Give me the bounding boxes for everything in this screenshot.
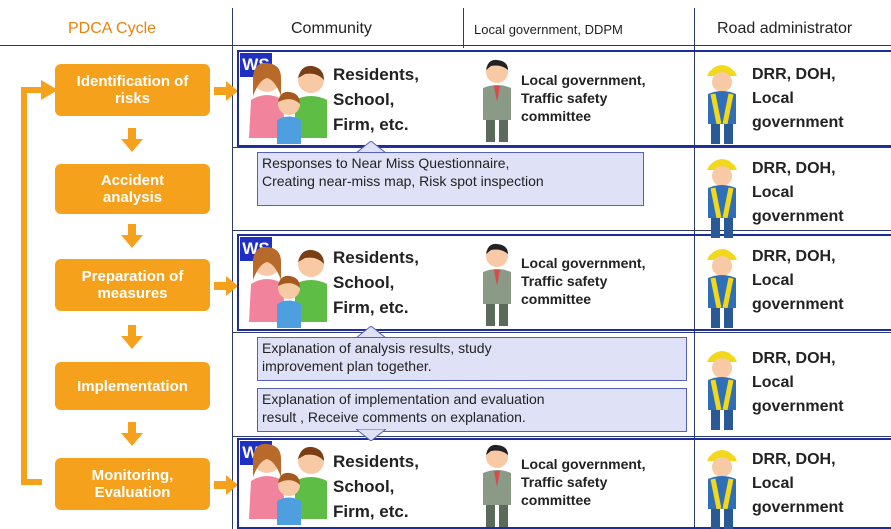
step-label: Monitoring, Evaluation — [91, 467, 174, 501]
step-label: Implementation — [77, 377, 188, 395]
callout-text: Explanation of implementation and evalua… — [262, 391, 545, 425]
right-arrow-icon — [214, 276, 238, 296]
community-header: Community — [291, 20, 372, 37]
column-divider-3 — [694, 8, 695, 529]
row-divider — [232, 147, 891, 148]
family-icon — [249, 443, 327, 525]
down-arrow-icon — [121, 422, 143, 446]
community-participants: Residents, School, Firm, etc. — [333, 248, 419, 317]
community-participants: Residents, School, Firm, etc. — [333, 452, 419, 521]
officer-icon — [483, 444, 511, 527]
road-admin-participants: DRR, DOH, Local government — [752, 248, 844, 313]
implementation-explanation-callout: Explanation of implementation and evalua… — [257, 388, 687, 432]
community-participants: Residents, School, Firm, etc. — [333, 65, 419, 134]
down-arrow-icon — [121, 325, 143, 349]
road-admin-participants: DRR, DOH, Local government — [752, 350, 844, 415]
callout-text: Responses to Near Miss Questionnaire, Cr… — [262, 155, 544, 189]
header-divider — [0, 45, 891, 46]
step-label: Preparation of measures — [81, 268, 184, 302]
step-monitoring-evaluation: Monitoring, Evaluation — [55, 458, 210, 510]
officer-icon — [483, 243, 511, 326]
construction-worker-icon — [704, 443, 740, 529]
analysis-explanation-callout: Explanation of analysis results, study i… — [257, 337, 687, 381]
right-arrow-icon — [214, 475, 238, 495]
step-accident-analysis: Accident analysis — [55, 164, 210, 214]
down-arrow-icon — [121, 128, 143, 152]
row-divider — [232, 230, 891, 231]
road-admin-participants: DRR, DOH, Local government — [752, 66, 844, 131]
family-icon — [249, 246, 327, 328]
construction-worker-icon — [704, 344, 740, 430]
column-divider-1 — [232, 8, 233, 529]
local-government-participants: Local government, Traffic safety committ… — [521, 456, 646, 508]
officer-icon — [483, 59, 511, 142]
right-arrow-icon — [214, 81, 238, 101]
pdca-cycle-header: PDCA Cycle — [68, 20, 157, 37]
workshop-row-1 — [237, 50, 891, 147]
near-miss-callout: Responses to Near Miss Questionnaire, Cr… — [257, 152, 644, 206]
road-admin-participants: DRR, DOH, Local government — [752, 160, 844, 225]
step-preparation-of-measures: Preparation of measures — [55, 259, 210, 311]
workshop-row-3 — [237, 438, 891, 529]
step-implementation: Implementation — [55, 362, 210, 410]
road-administrator-header: Road administrator — [717, 20, 853, 37]
step-identification-of-risks: Identification of risks — [55, 64, 210, 116]
column-divider-2 — [463, 8, 464, 48]
local-government-participants: Local government, Traffic safety committ… — [521, 72, 646, 124]
construction-worker-icon — [704, 58, 740, 144]
local-government-participants: Local government, Traffic safety committ… — [521, 255, 646, 307]
row-divider — [232, 436, 891, 437]
road-admin-participants: DRR, DOH, Local government — [752, 451, 844, 516]
family-icon — [249, 62, 327, 144]
construction-worker-icon — [704, 152, 740, 238]
callout-pointer — [356, 141, 386, 153]
callout-text: Explanation of analysis results, study i… — [262, 340, 492, 374]
step-label: Identification of risks — [76, 73, 189, 107]
down-arrow-icon — [121, 224, 143, 248]
callout-pointer — [356, 429, 386, 441]
workshop-row-2 — [237, 234, 891, 331]
step-label: Accident analysis — [100, 172, 165, 206]
construction-worker-icon — [704, 242, 740, 328]
feedback-loop-arrow — [21, 80, 58, 485]
local-government-header: Local government, DDPM — [474, 22, 623, 37]
callout-pointer — [356, 326, 386, 338]
row-divider — [232, 332, 891, 333]
